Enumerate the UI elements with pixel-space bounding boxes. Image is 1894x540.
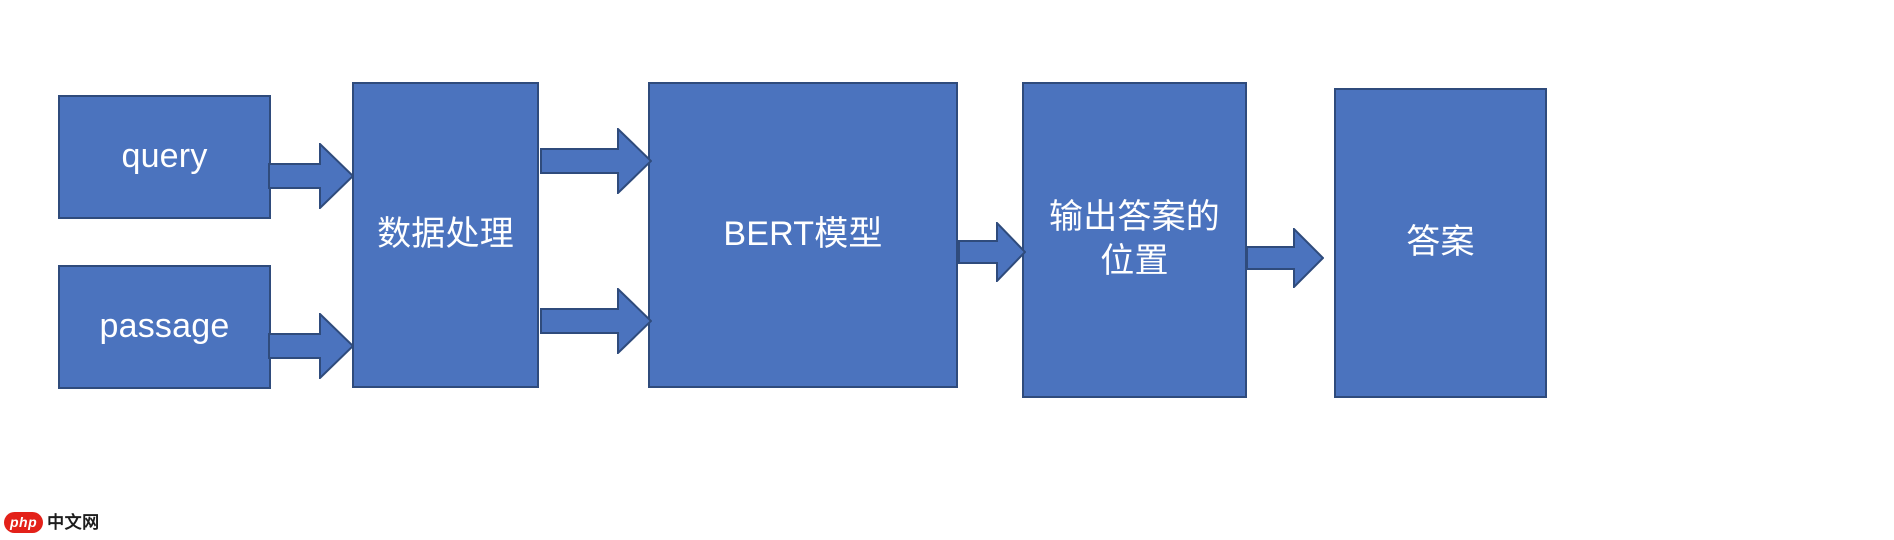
- node-data-processing: 数据处理: [352, 82, 539, 388]
- node-answer-position: 输出答案的 位置: [1022, 82, 1247, 398]
- arrow-right-icon-data-processing-to-bert-bottom: [540, 288, 652, 354]
- arrow-right-icon-answer-position-to-answer: [1246, 228, 1324, 288]
- arrow-right-icon-data-processing-to-bert-top: [540, 128, 652, 194]
- node-query-label: query: [121, 137, 208, 176]
- node-query: query: [58, 95, 271, 219]
- node-passage: passage: [58, 265, 271, 389]
- watermark: php 中文网: [4, 508, 100, 536]
- node-bert-model: BERT模型: [648, 82, 958, 388]
- node-answer-position-label: 输出答案的 位置: [1049, 198, 1220, 280]
- node-answer-label: 答案: [1406, 223, 1475, 262]
- node-answer: 答案: [1334, 88, 1547, 398]
- arrow-right-icon-bert-to-answer-position: [958, 222, 1026, 282]
- arrow-right-icon-query-to-data-processing: [268, 143, 354, 209]
- node-data-processing-label: 数据处理: [377, 215, 514, 254]
- watermark-text: 中文网: [47, 512, 100, 532]
- node-bert-model-label: BERT模型: [723, 215, 883, 254]
- arrow-right-icon-passage-to-data-processing: [268, 313, 354, 379]
- watermark-php-badge: php: [4, 511, 44, 533]
- node-passage-label: passage: [99, 307, 230, 346]
